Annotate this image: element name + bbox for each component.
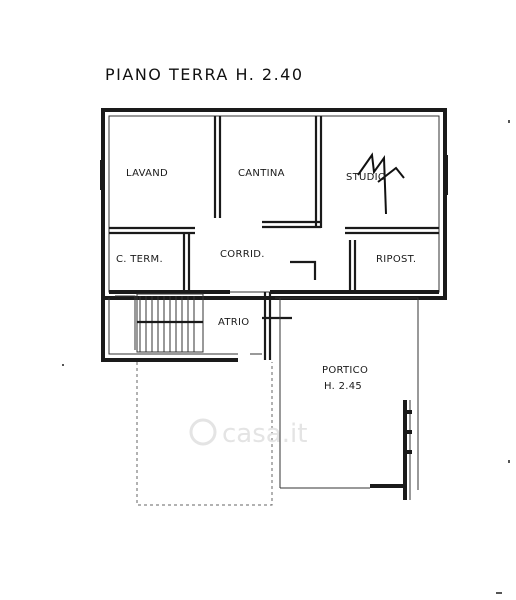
watermark-text: casa.it [222,419,307,449]
portico-outline [275,297,419,500]
room-label-c-term: C. TERM. [116,254,163,265]
windows [100,108,448,195]
room-label-corrid: CORRID. [220,249,265,260]
room-label-studio: STUDIO [346,172,386,183]
room-label-atrio: ATRIO [218,317,249,328]
handwritten-mark-icon [357,152,405,215]
external-area [136,362,273,506]
room-label-portico-height: H. 2.45 [324,381,362,392]
room-label-lavand: LAVAND [126,168,168,179]
room-label-portico: PORTICO [322,365,368,376]
staircase [115,293,204,353]
room-label-ripost: RIPOST. [376,254,416,265]
plan-title: PIANO TERRA H. 2.40 [105,65,304,84]
watermark: casa.it [189,418,307,449]
interior-walls [109,116,439,360]
room-label-cantina: CANTINA [238,168,285,179]
stray-marks [62,120,510,594]
